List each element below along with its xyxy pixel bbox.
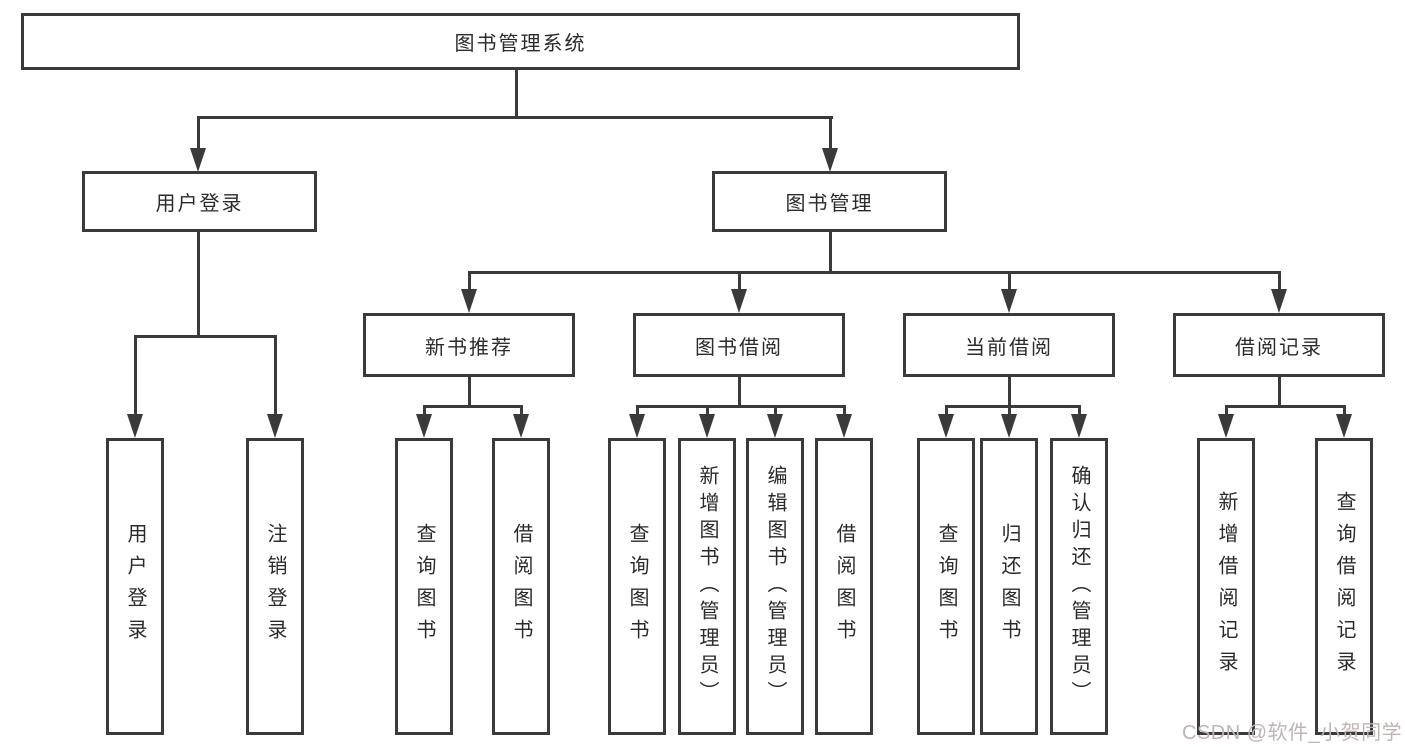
node-label: 查询图书: [626, 522, 648, 651]
node-label: 新增图书（管理员）: [696, 465, 718, 708]
edge-drop: [843, 405, 846, 416]
leaf-logout: 注销登录: [246, 438, 304, 735]
node-label: 当前借阅: [965, 336, 1053, 359]
edge-drop: [1225, 405, 1228, 416]
leaf-edit-books-admin: 编辑图书（管理员）: [746, 438, 804, 735]
edge-drop: [1008, 405, 1011, 416]
edge-stem: [1278, 377, 1281, 408]
arrowhead-down-icon: [1218, 414, 1234, 438]
edge-bar: [1225, 405, 1346, 408]
edge-stem: [1008, 377, 1011, 408]
arrowhead-down-icon: [731, 289, 747, 313]
edge-drop: [706, 405, 709, 416]
edge-bar: [197, 116, 833, 119]
leaf-add-borrow-record: 新增借阅记录: [1197, 438, 1255, 735]
node-new-book-recommendation: 新书推荐: [363, 313, 575, 377]
node-label: 图书管理系统: [454, 33, 587, 55]
edge-bar: [636, 405, 846, 408]
node-label: 新书推荐: [425, 336, 513, 359]
leaf-confirm-return-admin: 确认归还（管理员）: [1050, 438, 1108, 735]
node-borrowing-records: 借阅记录: [1173, 313, 1385, 377]
arrowhead-down-icon: [1001, 289, 1017, 313]
arrowhead-down-icon: [416, 414, 432, 438]
edge-stem: [197, 232, 200, 338]
node-label: 查询图书: [935, 522, 957, 651]
node-label: 查询借阅记录: [1333, 490, 1355, 683]
edge-drop: [520, 405, 523, 416]
edge-drop: [945, 405, 948, 416]
node-label: 图书借阅: [695, 336, 783, 359]
arrowhead-down-icon: [513, 414, 529, 438]
edge-stem: [738, 377, 741, 408]
node-label: 新增借阅记录: [1215, 490, 1237, 683]
edge-drop: [1343, 405, 1346, 416]
leaf-query-books-recommend: 查询图书: [395, 438, 453, 735]
edge-bar: [134, 335, 277, 338]
arrowhead-down-icon: [699, 414, 715, 438]
node-label: 用户登录: [155, 193, 244, 215]
leaf-query-books-current: 查询图书: [917, 438, 975, 735]
edge-stem: [468, 377, 471, 408]
node-label: 注销登录: [264, 522, 286, 651]
arrowhead-down-icon: [767, 414, 783, 438]
leaf-add-books-admin: 新增图书（管理员）: [678, 438, 736, 735]
node-current-borrowing: 当前借阅: [903, 313, 1115, 377]
node-label: 编辑图书（管理员）: [764, 465, 786, 708]
edge-drop: [774, 405, 777, 416]
node-root-library-system: 图书管理系统: [21, 13, 1020, 70]
arrowhead-down-icon: [822, 148, 838, 172]
node-label: 归还图书: [998, 522, 1020, 651]
edge-stem: [515, 70, 518, 118]
edge-drop: [829, 116, 832, 150]
edge-drop: [423, 405, 426, 416]
leaf-user-login: 用户登录: [106, 438, 164, 735]
arrowhead-down-icon: [190, 148, 206, 172]
node-label: 借阅记录: [1235, 336, 1323, 359]
arrowhead-down-icon: [461, 289, 477, 313]
edge-bar: [468, 271, 1281, 274]
edge-drop: [738, 271, 741, 291]
edge-drop: [134, 335, 137, 415]
edge-drop: [636, 405, 639, 416]
arrowhead-down-icon: [836, 414, 852, 438]
edge-stem: [829, 232, 832, 274]
arrowhead-down-icon: [1071, 414, 1087, 438]
leaf-borrow-books-recommend: 借阅图书: [492, 438, 550, 735]
edge-bar: [945, 405, 1081, 408]
edge-drop: [197, 116, 200, 150]
leaf-query-borrow-record: 查询借阅记录: [1315, 438, 1373, 735]
edge-drop: [1078, 405, 1081, 416]
node-label: 用户登录: [124, 522, 146, 651]
node-user-login: 用户登录: [82, 171, 317, 232]
edge-drop: [274, 335, 277, 415]
node-label: 确认归还（管理员）: [1068, 465, 1090, 708]
leaf-return-books: 归还图书: [980, 438, 1038, 735]
leaf-borrow-books: 借阅图书: [815, 438, 873, 735]
edge-bar: [423, 405, 523, 408]
node-label: 查询图书: [413, 522, 435, 651]
arrowhead-down-icon: [1336, 414, 1352, 438]
edge-drop: [468, 271, 471, 291]
node-book-borrowing: 图书借阅: [633, 313, 845, 377]
arrowhead-down-icon: [127, 414, 143, 438]
node-label: 图书管理: [785, 193, 874, 215]
node-label: 借阅图书: [510, 522, 532, 651]
csdn-watermark: CSDN @软件_小贺同学: [1182, 722, 1403, 744]
node-label: 借阅图书: [833, 522, 855, 651]
arrowhead-down-icon: [1271, 289, 1287, 313]
node-book-management: 图书管理: [712, 171, 947, 232]
arrowhead-down-icon: [629, 414, 645, 438]
arrowhead-down-icon: [267, 414, 283, 438]
leaf-query-books-borrow: 查询图书: [608, 438, 666, 735]
arrowhead-down-icon: [938, 414, 954, 438]
edge-drop: [1008, 271, 1011, 291]
arrowhead-down-icon: [1001, 414, 1017, 438]
edge-drop: [1278, 271, 1281, 291]
